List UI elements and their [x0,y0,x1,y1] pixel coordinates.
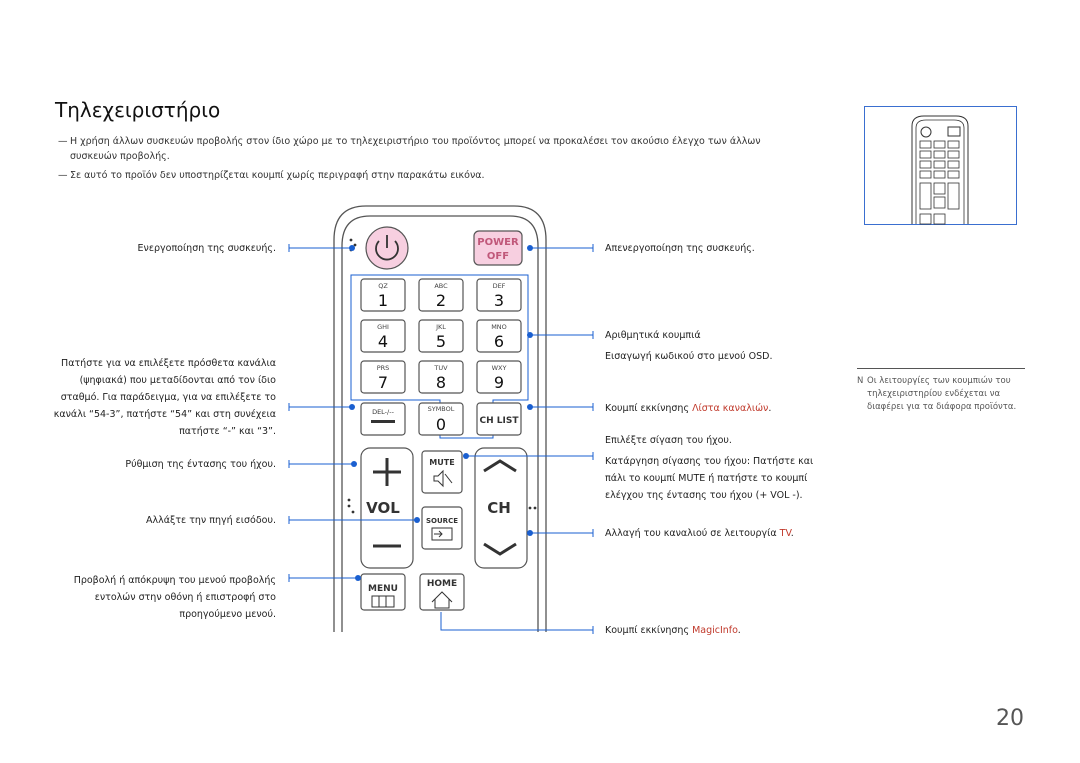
key-letters: GHI [377,323,389,331]
label-pre-ch-line: (ψηφιακά) που μεταδίδονται από τον ίδιο [79,375,276,386]
key-number: 6 [494,332,504,351]
home-button[interactable]: HOME [419,573,465,611]
key-letters: PRS [377,364,390,372]
source-label: SOURCE [426,517,458,525]
page-title: Τηλεχειριστήριο [55,98,221,122]
label-menu: Προβολή ή απόκρυψη του μενού προβολής εν… [74,572,276,623]
ch-list-button[interactable]: CH LIST [476,402,522,436]
key-number: 2 [436,291,446,310]
symbol-label: SYMBOL [428,405,455,413]
label-period: . [768,403,772,414]
label-pre-ch-line: Πατήστε για να επιλέξετε πρόσθετα κανάλι… [61,358,276,369]
label-magicinfo: Κουμπί εκκίνησης MagicInfo. [605,622,741,639]
power-on-button[interactable] [365,226,409,270]
remote-thumbnail [864,106,1017,225]
volume-rocker[interactable]: VOL [360,447,414,569]
note-1: — Η χρήση άλλων συσκευών προβολής στον ί… [58,134,798,164]
key-number: 1 [378,291,388,310]
zero-label: 0 [436,415,446,434]
label-osd-line: Εισαγωγή κωδικού στο μενού OSD. [605,351,773,362]
key-number: 5 [436,332,446,351]
label-ch-list-prefix: Κουμπί εκκίνησης [605,403,693,414]
key-number: 3 [494,291,504,310]
home-label: HOME [427,579,457,589]
mute-label: MUTE [429,458,454,467]
ch-list-label: CH LIST [480,416,520,426]
label-numeric-line: Αριθμητικά κουμπιά [605,330,701,341]
vol-label: VOL [366,499,400,517]
side-note-rule [857,368,1025,369]
label-power-off: Απενεργοποίηση της συσκευής. [605,243,755,254]
power-off-bottom-label: OFF [487,251,509,262]
label-mute-line: Κατάργηση σίγασης του ήχου: Πατήστε και [605,456,814,467]
number-key-1[interactable]: QZ1 [360,278,406,312]
key-letters: JKL [435,323,446,331]
menu-label: MENU [368,584,398,594]
label-volume: Ρύθμιση της έντασης του ήχου. [125,459,276,470]
channel-rocker[interactable]: CH [474,447,528,569]
key-number: 4 [378,332,388,351]
label-magicinfo-prefix: Κουμπί εκκίνησης [605,625,693,636]
key-letters: QZ [378,282,388,290]
key-letters: MNO [491,323,507,331]
label-pre-ch: Πατήστε για να επιλέξετε πρόσθετα κανάλι… [54,355,276,440]
menu-button[interactable]: MENU [360,573,406,611]
note-2: — Σε αυτό το προϊόν δεν υποστηρίζεται κο… [58,168,798,183]
key-number: 7 [378,373,388,392]
del-button[interactable]: DEL-/-- [360,402,406,436]
label-period: . [737,625,741,636]
note-marker: — [58,170,68,181]
label-power-on: Ενεργοποίηση της συσκευής. [137,243,276,254]
label-mute-line: ελέγχου της έντασης του ήχου (+ VOL -). [605,490,803,501]
key-letters: WXY [492,364,507,372]
label-menu-line: Προβολή ή απόκρυψη του μενού προβολής [73,575,276,586]
side-note-text: Οι λειτουργίες των κουμπιών του τηλεχειρ… [867,376,1017,412]
key-letters: ABC [434,282,448,290]
page-number: 20 [996,706,1024,731]
source-button[interactable]: SOURCE [421,506,463,550]
label-numeric: Αριθμητικά κουμπιά Εισαγωγή κωδικού στο … [605,327,772,365]
ch-label: CH [487,499,511,517]
mute-button[interactable]: MUTE [421,450,463,494]
key-number: 9 [494,373,504,392]
label-menu-line: προηγούμενο μενού. [179,609,276,620]
key-number: 8 [436,373,446,392]
label-source: Αλλάξτε την πηγή εισόδου. [146,515,276,526]
label-pre-ch-line: πατήστε “-” και “3”. [179,426,276,437]
label-pre-ch-line: κανάλι “54-3”, πατήστε “54” και στη συνέ… [53,409,276,420]
label-channel: Αλλαγή του καναλιού σε λειτουργία TV. [605,525,794,542]
label-mute: Επιλέξτε σίγαση του ήχου. Κατάργηση σίγα… [605,432,813,504]
key-letters: TUV [433,364,448,372]
del-label: DEL-/-- [372,408,395,416]
label-period: . [790,528,794,539]
key-letters: DEF [493,282,506,290]
note-marker: — [58,136,68,147]
side-note: N Οι λειτουργίες των κουμπιών του τηλεχε… [857,375,1027,414]
note-2-text: Σε αυτό το προϊόν δεν υποστηρίζεται κουμ… [70,170,485,181]
power-off-button[interactable]: POWER OFF [473,230,523,266]
label-pre-ch-line: σταθμό. Για παράδειγμα, για να επιλέξετε… [60,392,276,403]
zero-button[interactable]: SYMBOL 0 [418,402,464,436]
side-note-marker: N [857,376,864,386]
tv-link[interactable]: TV [779,528,791,539]
label-mute-line: πάλι το κουμπί MUTE ή πατήστε το κουμπί [605,473,808,484]
label-menu-line: εντολών στην οθόνη ή επιστροφή στο [94,592,276,603]
note-1-text: Η χρήση άλλων συσκευών προβολής στον ίδι… [70,136,761,162]
label-ch-list: Κουμπί εκκίνησης Λίστα καναλιών. [605,400,771,417]
channel-list-link[interactable]: Λίστα καναλιών [692,403,769,414]
power-off-top-label: POWER [477,237,519,248]
magicinfo-link[interactable]: MagicInfo [692,625,738,636]
label-mute-line: Επιλέξτε σίγαση του ήχου. [605,435,732,446]
label-channel-prefix: Αλλαγή του καναλιού σε λειτουργία [605,528,780,539]
